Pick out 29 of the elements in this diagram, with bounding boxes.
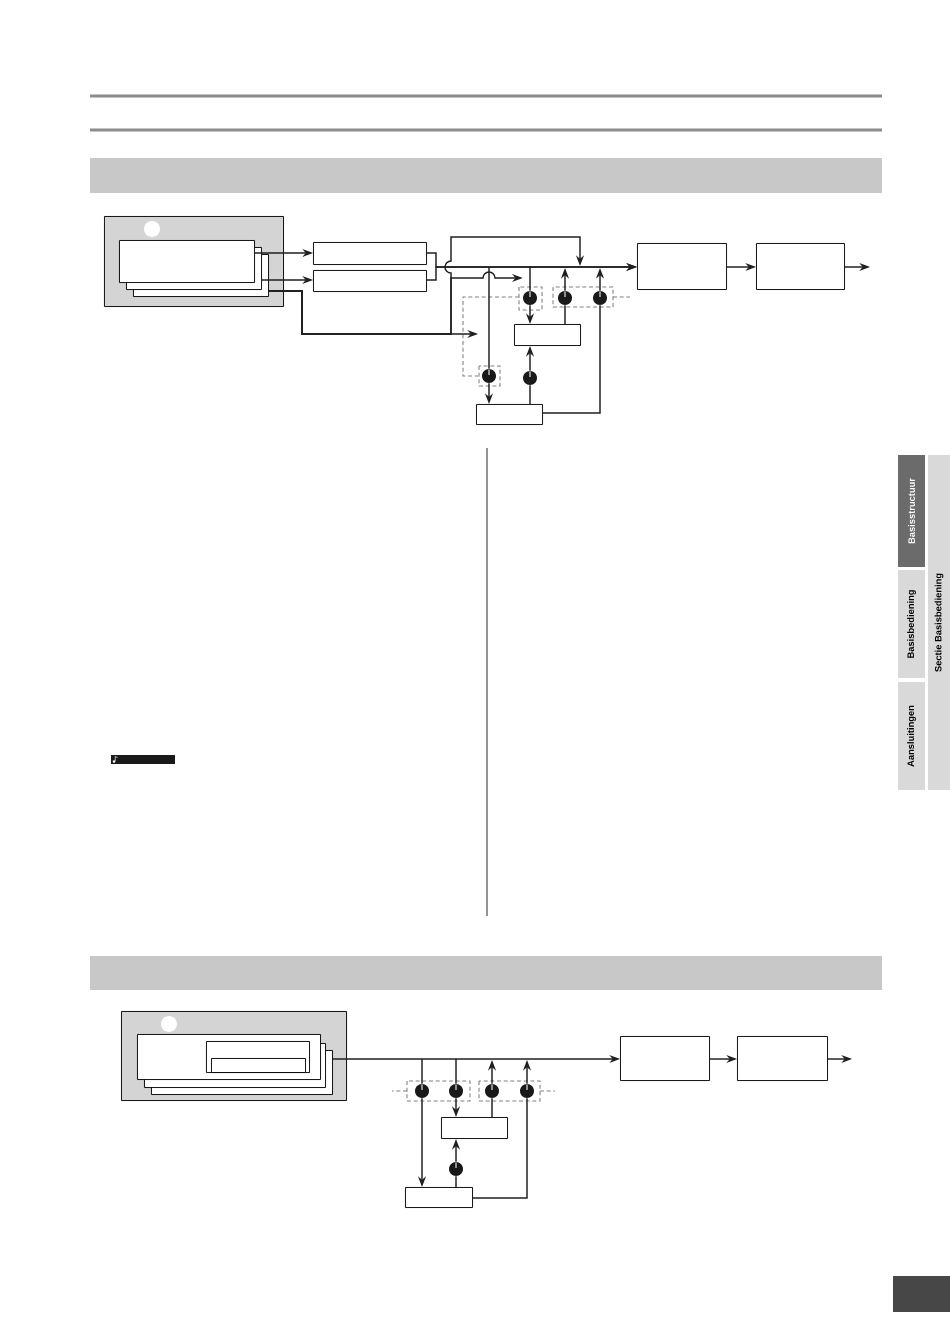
knob (523, 370, 537, 385)
knob (558, 290, 572, 305)
side-tab: Basisstructuur (898, 455, 925, 567)
side-tab: Sectie Basisbediening (928, 455, 950, 790)
knob (482, 368, 496, 383)
arrow (268, 236, 585, 335)
knob (520, 1083, 534, 1098)
inner-box (211, 1058, 306, 1073)
process-box (620, 1036, 710, 1081)
knob (449, 1083, 463, 1098)
section-bar (90, 956, 882, 990)
section-bar (90, 158, 882, 193)
process-box (514, 324, 581, 346)
side-tab: Basisbediening (898, 570, 925, 678)
knob (449, 1161, 463, 1176)
card (119, 240, 255, 283)
process-box (313, 270, 427, 292)
knob (593, 290, 607, 305)
process-box (405, 1187, 473, 1208)
knob (415, 1083, 429, 1098)
process-box (756, 243, 845, 290)
knob (523, 290, 537, 305)
process-box (476, 404, 543, 425)
knob (485, 1083, 499, 1098)
process-box (737, 1036, 828, 1081)
process-box (637, 243, 727, 290)
process-box (313, 242, 427, 265)
side-tab: Aansluitingen (898, 682, 925, 790)
process-box (441, 1117, 508, 1139)
